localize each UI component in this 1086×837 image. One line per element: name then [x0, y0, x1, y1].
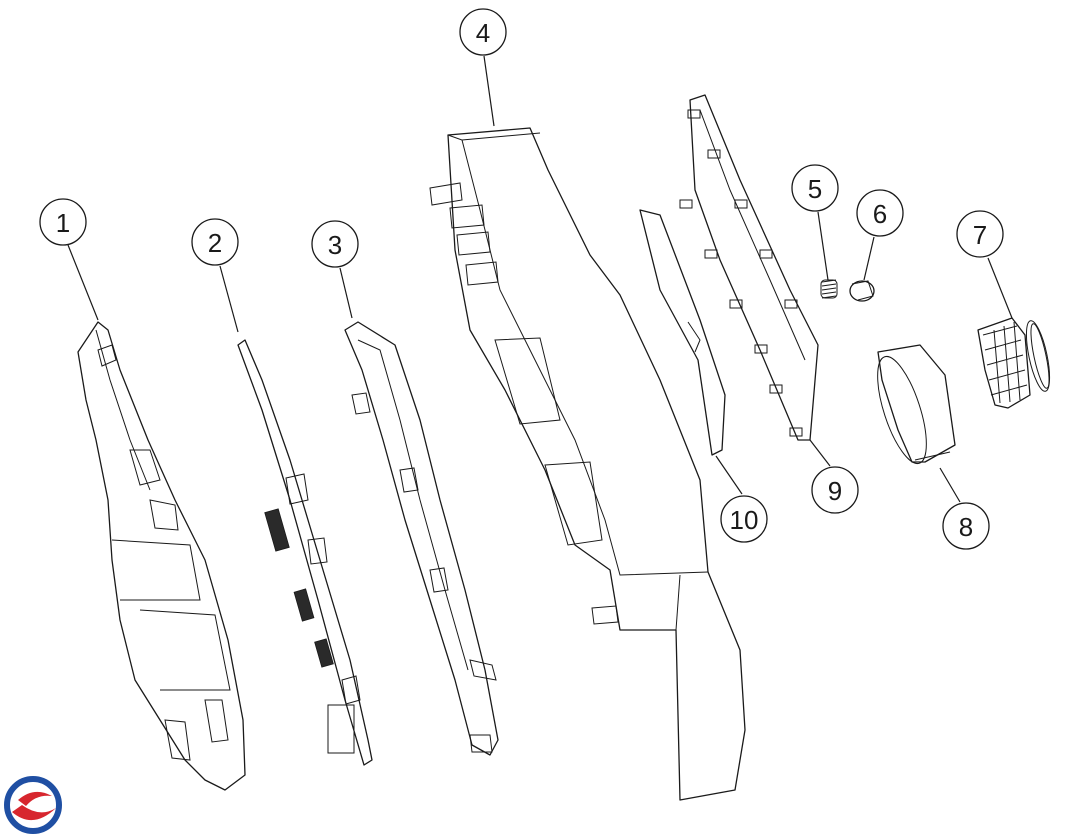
part-5-spring: [820, 279, 838, 299]
callout-label-5: 5: [808, 174, 822, 204]
callout-label-6: 6: [873, 199, 887, 229]
callout-2: 2: [191, 218, 239, 266]
callout-label-7: 7: [973, 220, 987, 250]
callout-8: 8: [942, 502, 990, 550]
part-2-circuit-board: [237, 339, 373, 766]
part-6-knob-cap: [849, 280, 875, 302]
part-4-front-housing: [429, 127, 746, 801]
callout-label-2: 2: [208, 228, 222, 258]
callout-4: 4: [459, 8, 507, 56]
brand-logo: [4, 776, 62, 834]
callout-9: 9: [811, 466, 859, 514]
callout-1: 1: [39, 198, 87, 246]
leader-lines: [67, 55, 1013, 503]
part-1-rear-housing: [77, 321, 246, 791]
part-10-display-film: [639, 209, 726, 456]
part-9-lens-window: [679, 94, 819, 441]
callout-label-9: 9: [828, 476, 842, 506]
callout-label-3: 3: [328, 230, 342, 260]
callout-10: 10: [720, 495, 768, 543]
part-3-carrier-frame: [344, 321, 499, 756]
callout-3: 3: [311, 220, 359, 268]
part-8-knob-ring: [877, 344, 956, 465]
callout-label-1: 1: [56, 208, 70, 238]
callout-label-8: 8: [959, 512, 973, 542]
callout-7: 7: [956, 210, 1004, 258]
callout-5: 5: [791, 164, 839, 212]
part-7-rotary-knob: [977, 317, 1051, 409]
callout-6: 6: [856, 189, 904, 237]
callout-label-10: 10: [730, 505, 759, 535]
callout-label-4: 4: [476, 18, 490, 48]
